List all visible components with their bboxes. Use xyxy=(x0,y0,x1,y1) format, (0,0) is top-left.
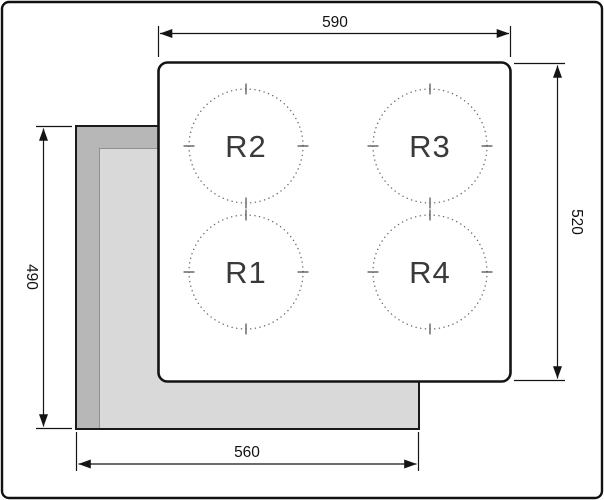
dimension-top-width: 590 xyxy=(157,14,512,57)
dimension-value-bottom: 560 xyxy=(234,444,260,461)
dimension-value-top: 590 xyxy=(322,14,348,31)
dimension-value-right: 520 xyxy=(568,209,585,235)
burner-label-top-right: R3 xyxy=(409,129,451,164)
burner-label-top-left: R2 xyxy=(225,129,267,164)
burner-label-bottom-left: R1 xyxy=(225,255,267,290)
dimension-value-left: 490 xyxy=(23,264,40,290)
burner-label-bottom-right: R4 xyxy=(409,255,451,290)
cooktop-panel xyxy=(157,61,512,383)
burner-zones: R2 R3 R1 R4 xyxy=(183,83,493,335)
dimension-bottom-cutout-width: 560 xyxy=(75,432,420,471)
dimension-left-cutout-depth: 490 xyxy=(23,125,72,430)
dimension-right-depth: 520 xyxy=(514,62,585,382)
